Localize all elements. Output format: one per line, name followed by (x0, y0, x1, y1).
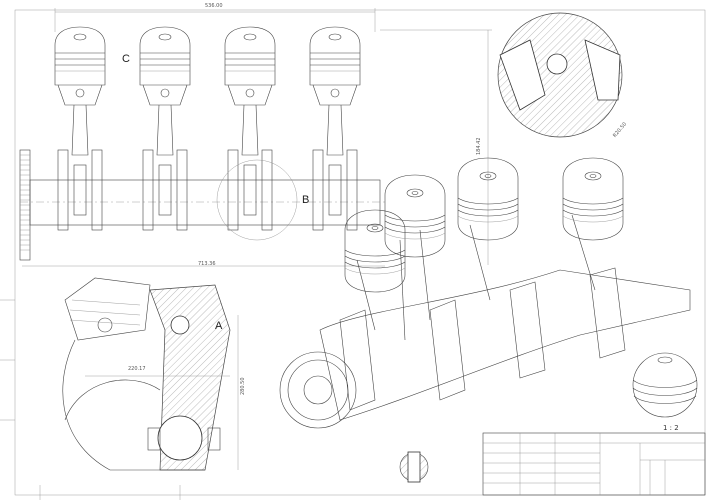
dimension-top-width: 536.00 (205, 3, 223, 9)
dimension-piston-offset: 220.17 (128, 366, 146, 372)
dimension-crank-length: 713.36 (198, 261, 216, 267)
dimension-right-height: 184.42 (476, 137, 482, 156)
section-label-b: B (302, 194, 310, 206)
dimension-rod-height: 280.50 (240, 377, 246, 396)
section-label-a: A (215, 320, 223, 332)
scale-label: 1 : 2 (663, 424, 679, 432)
section-label-c: C (122, 53, 130, 65)
